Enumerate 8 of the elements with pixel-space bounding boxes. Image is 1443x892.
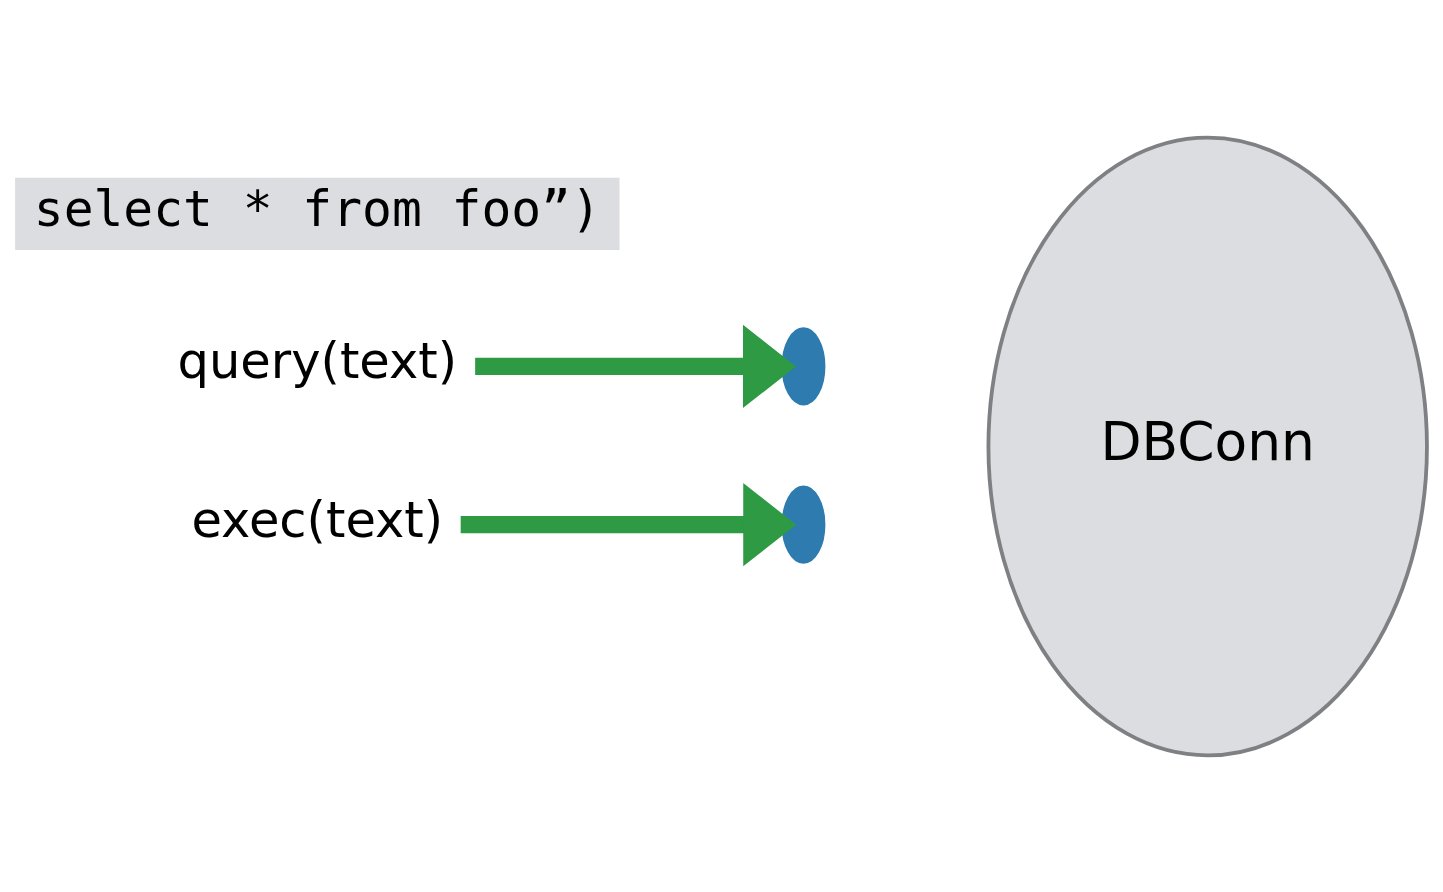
node-text: query(text)	[177, 331, 458, 390]
node-ellipse: DBConn	[986, 135, 1429, 757]
node-text: exec(text)	[191, 490, 444, 549]
arrow	[475, 324, 796, 408]
arrow	[460, 482, 797, 566]
node-circle	[781, 485, 826, 564]
node-circle	[781, 326, 826, 405]
label: select * from foo”)	[33, 179, 601, 238]
